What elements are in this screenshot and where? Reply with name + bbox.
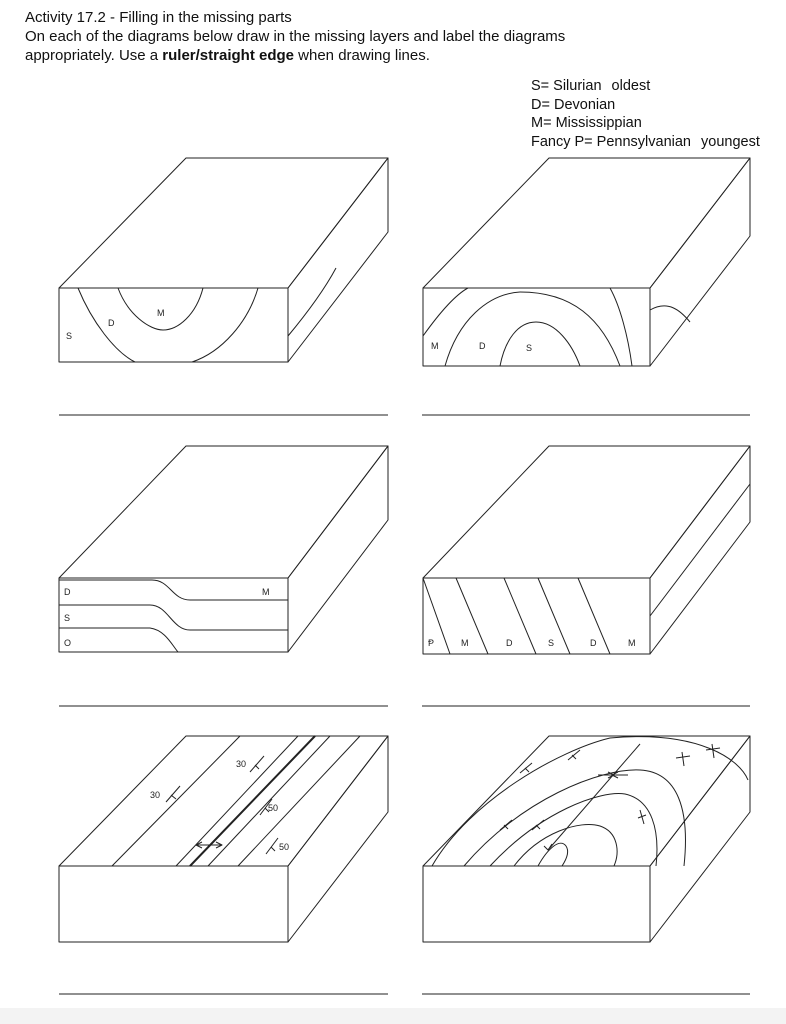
diagram-3-block[interactable]: D S O M xyxy=(58,445,389,653)
block-3-front-face xyxy=(58,577,289,653)
legend-pennsylvanian: Fancy P= Pennsylvanian youngest xyxy=(531,133,760,152)
d5-dip-4: 50 xyxy=(279,842,289,852)
block-2-side-face xyxy=(649,157,751,367)
legend-silurian: S= Silurian oldest xyxy=(531,77,760,96)
block-5-top-face xyxy=(58,735,389,867)
d4-label-s: S xyxy=(548,638,554,648)
instruction-bold: ruler/straight edge xyxy=(162,47,294,64)
block-4-top-face xyxy=(422,445,751,579)
diagram-6-block[interactable] xyxy=(422,735,751,943)
block-2-fold-line-outer xyxy=(422,287,469,337)
block-6-fold-outer xyxy=(431,736,749,867)
block-6-fold-axis xyxy=(547,743,641,851)
block-1-side-face xyxy=(287,157,389,363)
diagram-1-block[interactable]: S D M xyxy=(58,157,389,363)
block-2-fold-line-mid-right xyxy=(519,291,621,367)
d4-label-m1: M xyxy=(461,638,469,648)
d4-label-m2: M xyxy=(628,638,636,648)
d4-label-d2: D xyxy=(590,638,597,648)
legend-s-label: S= Silurian xyxy=(531,78,602,94)
d3-label-s: S xyxy=(64,613,70,623)
block-5-fold-axis xyxy=(189,735,316,867)
block-2-fold-line-mid-left xyxy=(444,291,521,367)
block-5-side-face xyxy=(287,735,389,943)
legend-p-label: Fancy P= Pennsylvanian xyxy=(531,133,691,150)
page-bottom-edge xyxy=(0,1008,786,1024)
diagram-5-block[interactable]: 30 30 50 50 xyxy=(58,735,389,943)
d3-label-m: M xyxy=(262,587,270,597)
legend-mississippian: M= Mississippian xyxy=(531,115,642,131)
block-4-front-face xyxy=(422,577,651,655)
axis-arrow-icon xyxy=(543,843,553,851)
block-2-fold-line-inner xyxy=(499,321,581,367)
block-2-top-face xyxy=(422,157,751,289)
block-5-contact-1 xyxy=(111,735,241,867)
anticline-symbol-icon xyxy=(195,841,223,849)
block-4-dip-line-2 xyxy=(455,577,489,655)
activity-title: Activity 17.2 - Filling in the missing p… xyxy=(25,9,292,26)
block-6-fold-core xyxy=(537,842,569,867)
legend-youngest: youngest xyxy=(701,133,760,150)
block-4-fault-step-2 xyxy=(649,483,751,617)
block-5-contact-3 xyxy=(207,735,331,867)
block-4-dip-line-1 xyxy=(422,577,451,655)
block-6-side-face xyxy=(649,735,751,943)
block-4-side-face xyxy=(649,445,751,655)
instructions-header: Activity 17.2 - Filling in the missing p… xyxy=(25,8,565,65)
block-4-dip-line-5 xyxy=(577,577,611,655)
strike-dip-symbols-6-icon xyxy=(499,743,721,831)
block-6-fold-mid xyxy=(463,769,686,867)
block-2-side-line xyxy=(649,305,691,323)
diagram-4-block[interactable]: Ᵽ M D S D M xyxy=(422,445,751,655)
legend: S= Silurian oldest D= Devonian M= Mississ… xyxy=(531,77,760,151)
d2-label-m: M xyxy=(431,341,439,351)
syncline-symbol-icon xyxy=(598,771,628,779)
block-5-front-face xyxy=(58,865,289,943)
block-4-dip-line-3 xyxy=(503,577,537,655)
instruction-line-1: On each of the diagrams below draw in th… xyxy=(25,28,566,45)
instruction-line-2: appropriately. Use a ruler/straight edge… xyxy=(25,46,565,65)
block-6-fold-inner xyxy=(513,824,618,867)
d4-label-p: Ᵽ xyxy=(428,638,434,648)
d2-label-s: S xyxy=(526,343,532,353)
d5-dip-3: 50 xyxy=(268,803,278,813)
d5-dip-1: 30 xyxy=(150,790,160,800)
block-5-contact-4 xyxy=(237,735,361,867)
d3-label-d: D xyxy=(64,587,71,597)
block-2-fold-line-right xyxy=(609,287,633,367)
legend-devonian: D= Devonian xyxy=(531,96,616,113)
d1-label-m: M xyxy=(157,308,165,318)
block-6-fold-mid-2 xyxy=(489,793,658,867)
instruction-prefix: appropriately. Use a xyxy=(25,47,163,64)
block-3-layer-top xyxy=(59,579,288,601)
block-1-fold-line-outer-right xyxy=(191,287,259,363)
d1-label-d: D xyxy=(108,318,115,328)
block-1-top-face xyxy=(58,157,389,289)
instruction-suffix: when drawing lines. xyxy=(294,47,430,64)
block-6-top-face xyxy=(422,735,751,867)
d3-label-o: O xyxy=(64,638,71,648)
d2-label-d: D xyxy=(479,341,486,351)
diagram-2-block[interactable]: M D S xyxy=(422,157,751,367)
block-3-top-face xyxy=(58,445,389,579)
block-6-front-face xyxy=(422,865,651,943)
block-3-layer-bottom xyxy=(59,627,179,653)
block-4-dip-line-4 xyxy=(537,577,571,655)
strike-dip-symbol-icon xyxy=(165,755,279,855)
block-1-fold-line-inner xyxy=(117,287,204,331)
d5-dip-2: 30 xyxy=(236,759,246,769)
d1-label-s: S xyxy=(66,331,72,341)
block-1-fold-line-outer-left xyxy=(77,287,136,363)
d4-label-d1: D xyxy=(506,638,513,648)
legend-oldest: oldest xyxy=(611,78,651,94)
block-3-side-face xyxy=(287,445,389,653)
block-1-side-line xyxy=(287,267,337,337)
block-3-layer-mid xyxy=(59,604,288,631)
